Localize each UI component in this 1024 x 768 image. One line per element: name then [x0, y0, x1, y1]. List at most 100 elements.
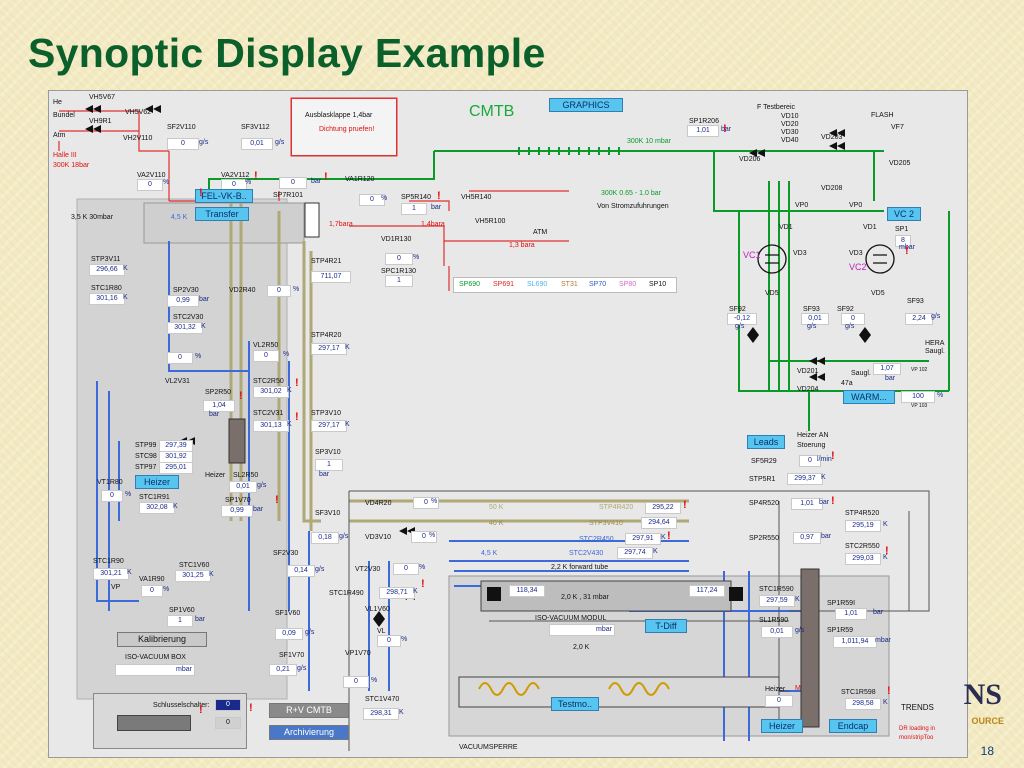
label-trends: TRENDS: [901, 703, 934, 712]
unit-stp4r520: K: [883, 521, 888, 528]
value-t1: 118,34: [509, 585, 545, 597]
warm-button[interactable]: WARM...: [843, 390, 895, 404]
archivierung-button[interactable]: Archivierung: [269, 725, 349, 740]
graphics-button[interactable]: GRAPHICS: [549, 98, 623, 112]
heizer-left-button[interactable]: Heizer: [135, 475, 179, 489]
label-vh5r140: VH5R140: [461, 194, 492, 201]
alarm-line2: Dichtung pruefen!: [319, 126, 375, 133]
label-1-4bara: 1,4bara: [421, 221, 445, 228]
alarm-marker: !: [254, 170, 258, 182]
label-stc1r490: STC1R490: [329, 590, 364, 597]
label-4-5k-b: 4,5 K: [171, 214, 188, 221]
fel-vk-b-button[interactable]: FEL-VK-B..: [195, 189, 253, 203]
label-iso-vacuum-modul: ISO-VACUUM MODUL: [535, 615, 607, 622]
legend-item-sp80: SP80: [619, 281, 637, 288]
unit-sf3v112: g/s: [275, 139, 285, 146]
vc2-button[interactable]: VC 2: [887, 207, 921, 221]
label-vacuumsperre: VACUUMSPERRE: [459, 744, 518, 751]
label-vc2: VC2: [849, 262, 867, 272]
label-sf1v70: SF1V70: [279, 652, 305, 659]
label-sp2r50: SP2R50: [205, 389, 232, 396]
unit-va2v112: %: [245, 179, 252, 186]
value-sp1r59i: 1,01: [835, 608, 867, 620]
institution-logo-sub: OURCE: [971, 716, 1004, 726]
rv-cmtb-button[interactable]: R+V CMTB: [269, 703, 349, 718]
value-stp97: 295,01: [159, 462, 193, 474]
label-va2v112: VA2V112: [221, 172, 250, 179]
label-2-2k-forward-tube: 2,2 K forward tube: [551, 564, 609, 571]
label-sf3v10: SF3V10: [315, 510, 341, 517]
unit-vp1v70: %: [371, 677, 378, 684]
leads-button[interactable]: Leads: [747, 435, 785, 449]
value-va2v110: 0: [137, 179, 163, 191]
label-he: He: [53, 99, 62, 106]
unit-sp1r59: mbar: [875, 637, 891, 644]
label-heizer: Heizer: [205, 472, 226, 479]
label-stp3v410: STP3V410: [589, 520, 623, 527]
label-stp99: STP99: [135, 442, 157, 449]
label-300k-10mbar: 300K 10 mbar: [627, 138, 671, 145]
value-sf2v110: 0: [167, 138, 199, 150]
label-vd20: VD20: [781, 121, 799, 128]
unit-sp2r550: bar: [821, 533, 832, 540]
value-vp103: 100: [901, 391, 935, 403]
value-stp3v410: 294,64: [641, 517, 677, 529]
endcap-button[interactable]: Endcap: [829, 719, 877, 733]
unit-vd1r130: %: [413, 254, 420, 261]
label-vd3-b: VD3: [849, 250, 863, 257]
label-sp1r206: SP1R206: [689, 118, 719, 125]
unit-vl1v60: %: [401, 636, 408, 643]
value-vd4r20: 0: [413, 497, 439, 509]
label-stc2v30: STC2V30: [173, 314, 204, 321]
transfer-button[interactable]: Transfer: [195, 207, 249, 221]
piping-diagram: [58, 97, 950, 751]
label-vp0-b: VP0: [849, 202, 863, 209]
unit-sp1r59i: bar: [873, 609, 884, 616]
value-stc2r450: 297,91: [625, 533, 661, 545]
alarm-marker: !: [275, 494, 279, 506]
value-sl1r590: 0,01: [761, 626, 793, 638]
alarm-marker: !: [887, 685, 891, 697]
value-stp4r20: 297,17: [311, 343, 347, 355]
label-va1r90: VA1R90: [139, 576, 165, 583]
label-schlusselschalter: Schlusselschalter:: [153, 702, 210, 709]
value-sf1v70: 0,21: [269, 664, 297, 676]
label-vd1-b: VD1: [863, 224, 877, 231]
value-sl2r50: 0,01: [229, 481, 257, 493]
label-vd10: VD10: [781, 113, 799, 120]
label-vh2v110: VH2V110: [123, 135, 153, 142]
label-4-5k-a: 4,5 K: [481, 550, 498, 557]
alarm-marker: !: [683, 499, 687, 511]
institution-logo: NS: [963, 678, 1002, 711]
value-sf2v30: 0,14: [287, 565, 315, 577]
label-vd3v10: VD3V10: [365, 534, 392, 541]
label-vl: VL: [377, 628, 386, 635]
unit-stc1r90: K: [127, 569, 132, 576]
label-sf93-a: SF93: [803, 306, 820, 313]
label-stp5r1: STP5R1: [749, 476, 776, 483]
unit-stc2v30: K: [201, 323, 206, 330]
heizer-bottom-button[interactable]: Heizer: [761, 719, 803, 733]
kalibrierung-button[interactable]: Kalibrierung: [117, 632, 207, 647]
value-stc2v30: 301,32: [167, 322, 203, 334]
label-flash: FLASH: [871, 112, 894, 119]
alarm-marker: !: [905, 245, 909, 257]
label-sp1v60: SP1V60: [169, 607, 195, 614]
value-vl2r50: 0: [253, 350, 279, 362]
legend-item-sp10: SP10: [649, 281, 667, 288]
value-vd2r40: 0: [267, 285, 291, 297]
t-diff-button[interactable]: T-Diff: [645, 619, 687, 633]
unit-sp1v60: bar: [195, 616, 206, 623]
value-stp4r21: 711,07: [311, 271, 351, 283]
value-sp3v10: 1: [315, 459, 343, 471]
value-vt2v30: 0: [393, 563, 419, 575]
label-stc2v31: STC2V31: [253, 410, 284, 417]
label-2-0k: 2,0 K: [573, 644, 590, 651]
value-sf93-b: 2,24: [905, 313, 933, 325]
label-vf7: VF7: [891, 124, 904, 131]
value-sp1r59: 1,011,94: [833, 636, 877, 648]
value-heizer2: 0: [765, 695, 793, 707]
value-sp2r550: 0,97: [793, 532, 821, 544]
testmo-button[interactable]: Testmo..: [551, 697, 599, 711]
cmtb-label: CMTB: [469, 103, 515, 120]
